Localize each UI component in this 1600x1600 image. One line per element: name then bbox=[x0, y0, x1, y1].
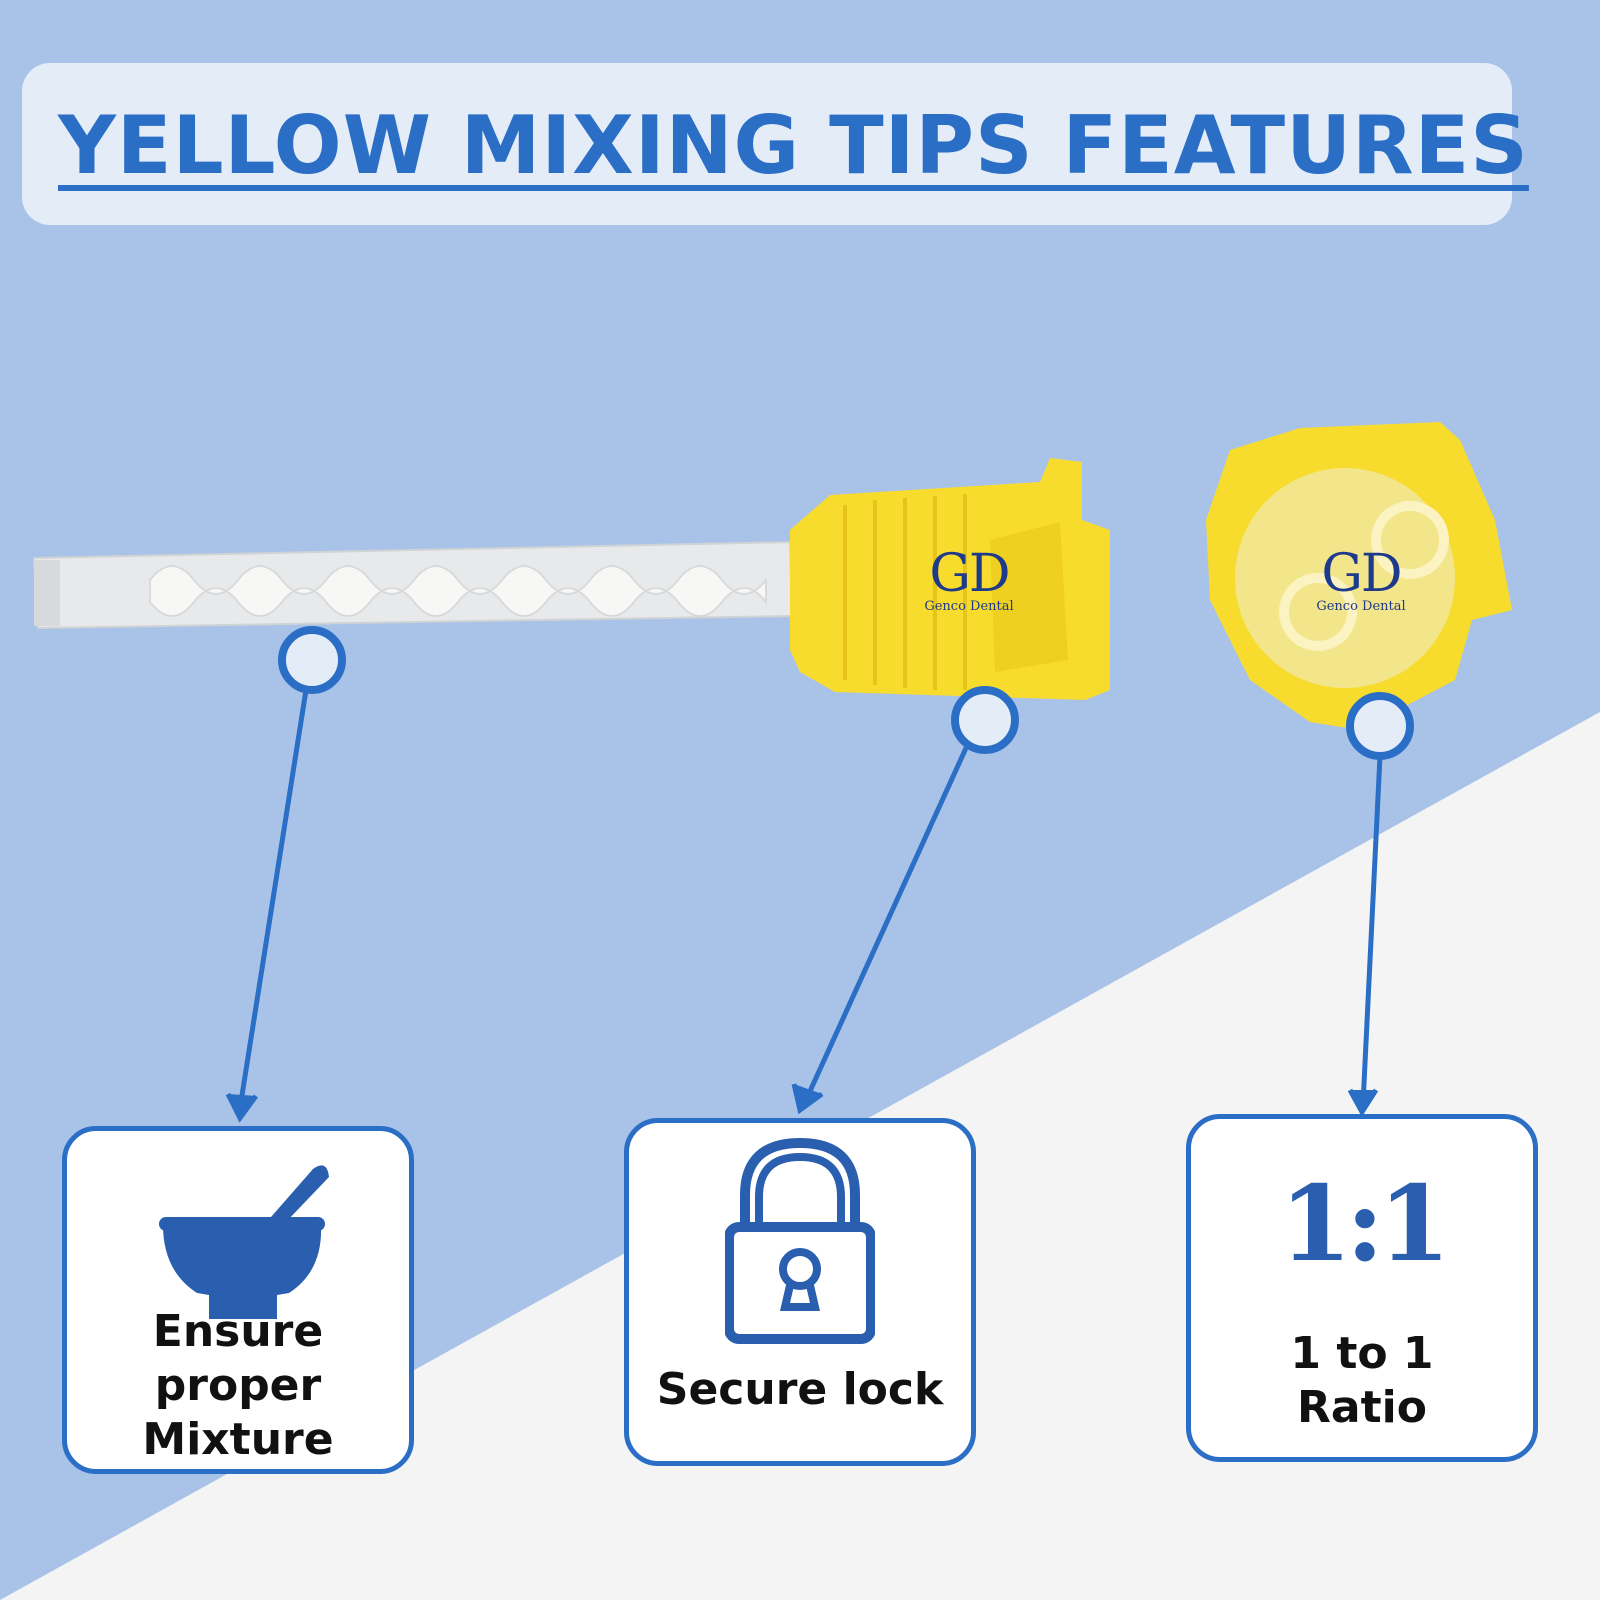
callout-connectors bbox=[225, 626, 1414, 1123]
ratio-icon: 1:1 bbox=[1279, 1162, 1450, 1285]
feature-label-line: Secure lock bbox=[656, 1364, 944, 1415]
mixing-tip-hub bbox=[790, 458, 1110, 700]
feature-card-mixture: Ensure proper Mixture bbox=[62, 1126, 414, 1474]
title-banner bbox=[22, 63, 1512, 225]
feature-card-lock: Secure lock bbox=[624, 1118, 976, 1466]
mortar-pestle-icon bbox=[159, 1165, 329, 1319]
feature-card-ratio: 1:1 1 to 1 Ratio bbox=[1186, 1114, 1538, 1462]
brand-watermark: GD Genco Dental bbox=[914, 548, 1024, 614]
feature-label-line: 1 to 1 bbox=[1290, 1328, 1434, 1379]
mixing-tip-cannula bbox=[32, 540, 794, 630]
brand-name: Genco Dental bbox=[924, 599, 1014, 614]
feature-label-line: Ensure bbox=[152, 1306, 324, 1357]
feature-label-line: Mixture bbox=[142, 1414, 334, 1465]
page-title: YELLOW MIXING TIPS FEATURES bbox=[58, 99, 1529, 192]
brand-watermark-2: GD Genco Dental bbox=[1306, 548, 1416, 614]
feature-label-line: Ratio bbox=[1297, 1382, 1427, 1433]
brand-monogram-2: GD bbox=[1321, 544, 1402, 604]
brand-name-2: Genco Dental bbox=[1316, 599, 1406, 614]
brand-monogram: GD bbox=[929, 544, 1010, 604]
padlock-icon bbox=[725, 1137, 875, 1344]
feature-label-line: proper bbox=[154, 1360, 322, 1411]
mixing-tip-end-view bbox=[1206, 422, 1512, 730]
